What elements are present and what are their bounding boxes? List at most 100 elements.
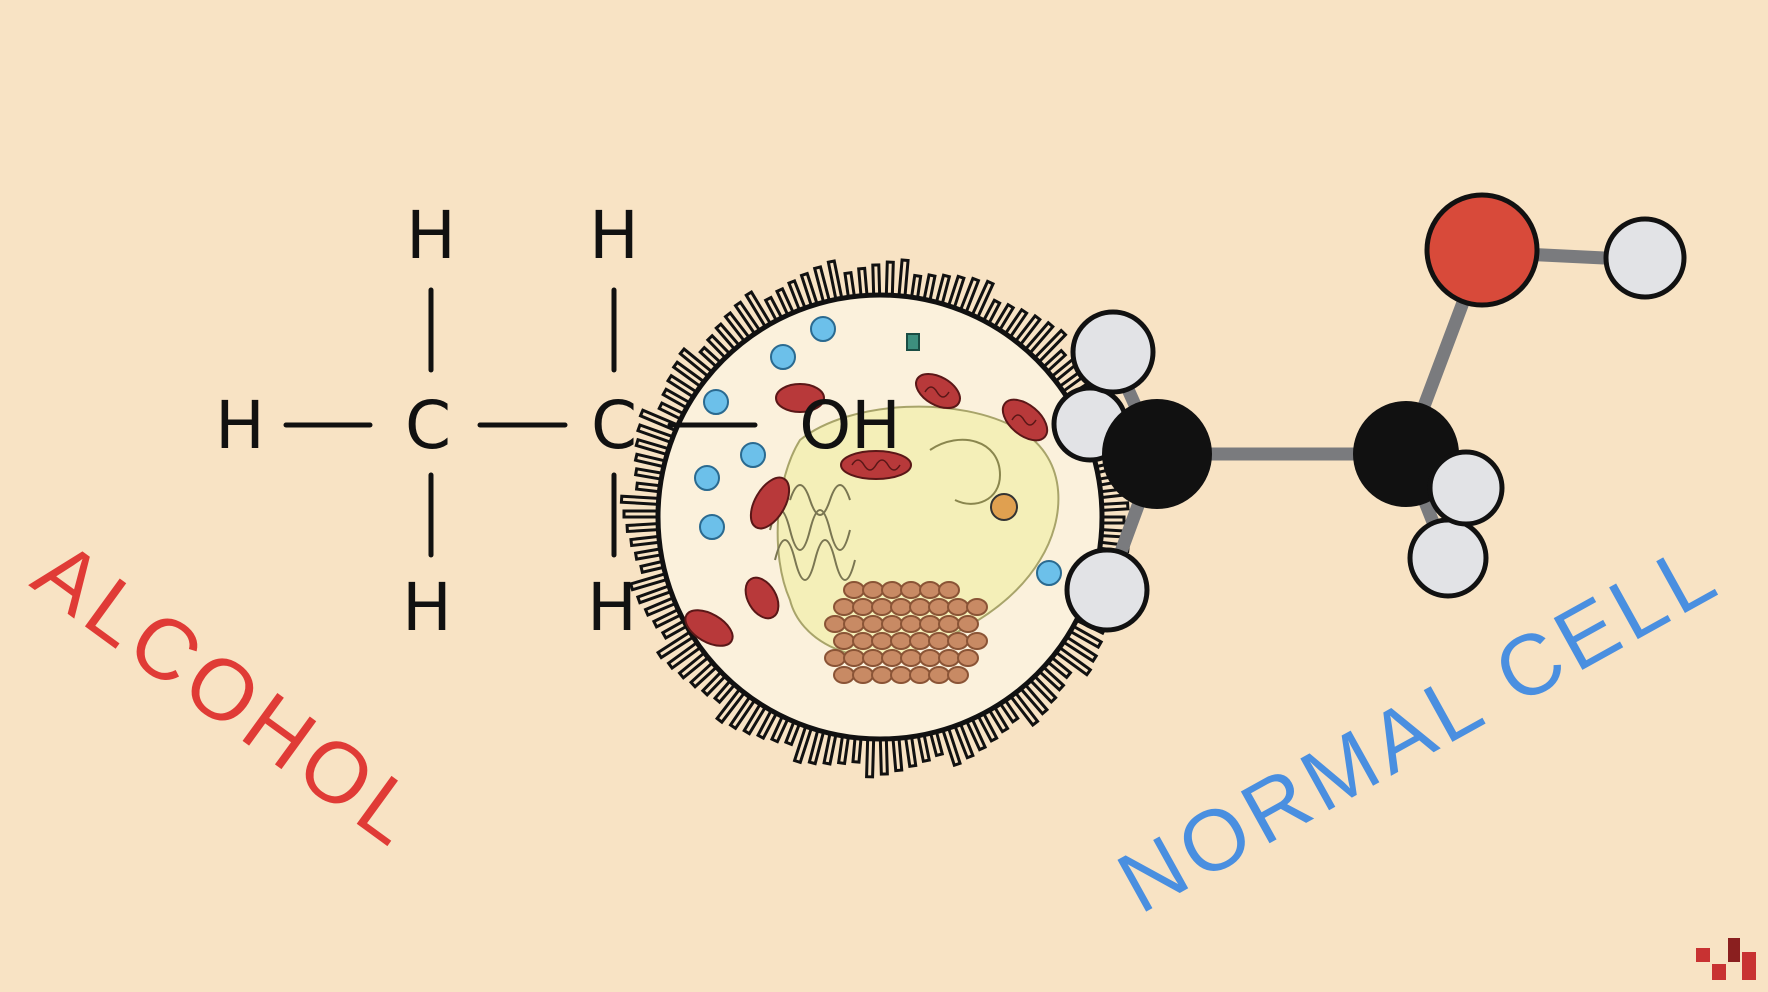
cilium xyxy=(1063,636,1099,664)
cilium xyxy=(977,713,999,743)
cilium xyxy=(922,273,937,301)
cilium xyxy=(994,302,1016,330)
cilium xyxy=(714,322,740,350)
carbon-atom xyxy=(1102,399,1212,509)
ribosome xyxy=(871,632,893,650)
cilium xyxy=(671,360,704,387)
cilium xyxy=(878,739,889,776)
ribosome xyxy=(852,598,874,616)
cilium xyxy=(774,286,794,315)
ribosome xyxy=(919,615,941,633)
cilium xyxy=(843,270,856,297)
ribosome xyxy=(919,581,941,599)
hydrogen-atom xyxy=(1603,216,1687,300)
cilium xyxy=(999,700,1020,724)
ribosome xyxy=(862,581,884,599)
cilium xyxy=(633,452,665,468)
cilium xyxy=(769,716,789,744)
cilium xyxy=(971,279,996,318)
vesicle xyxy=(740,442,766,468)
cilium xyxy=(733,300,761,334)
ribosome xyxy=(928,598,950,616)
ribosome xyxy=(881,649,903,667)
cilium xyxy=(698,345,721,368)
cilium xyxy=(1015,313,1042,345)
ribosome xyxy=(938,581,960,599)
vesicle xyxy=(1036,560,1062,586)
cilium xyxy=(799,271,818,306)
mitochondrion xyxy=(684,609,734,647)
cilium xyxy=(625,522,658,534)
cilium xyxy=(1102,501,1130,512)
cilium xyxy=(959,276,981,312)
cilium xyxy=(826,259,843,299)
cilium xyxy=(807,730,825,766)
formula-bottom-h1: H xyxy=(402,569,452,646)
cilium xyxy=(942,728,962,768)
cilium xyxy=(763,295,783,321)
ribosome xyxy=(900,615,922,633)
mitochondrion xyxy=(775,383,825,413)
mitochondrion xyxy=(749,476,791,530)
ribosome xyxy=(966,598,988,616)
ribosome xyxy=(938,649,960,667)
cilium xyxy=(619,494,659,506)
cilium xyxy=(665,373,697,398)
cilium xyxy=(635,585,671,605)
cilium xyxy=(634,437,669,456)
cilium xyxy=(783,722,801,747)
cilium xyxy=(865,739,876,779)
cilium xyxy=(661,387,690,409)
cilium xyxy=(1030,676,1058,705)
cilium xyxy=(678,346,712,377)
cilium xyxy=(629,535,659,548)
ribosome xyxy=(881,615,903,633)
ribosome xyxy=(871,666,893,684)
ribosome xyxy=(947,666,969,684)
cilium xyxy=(812,265,831,302)
cilium xyxy=(884,260,895,295)
cilium xyxy=(910,273,923,298)
ribosome xyxy=(957,649,979,667)
cilium xyxy=(983,298,1002,324)
formula-carbon1: C xyxy=(405,387,451,464)
cilium xyxy=(666,642,701,671)
cilium xyxy=(638,408,678,432)
hydrogen-atom xyxy=(1064,547,1150,633)
mitochondrion xyxy=(744,576,780,620)
ribosome xyxy=(852,632,874,650)
cilium xyxy=(966,719,988,752)
ribosome xyxy=(900,581,922,599)
cilium xyxy=(688,662,717,689)
cilium xyxy=(633,547,661,561)
cilium xyxy=(712,680,735,705)
cilium xyxy=(836,736,850,766)
cilium xyxy=(989,707,1010,734)
ribosome xyxy=(966,632,988,650)
ribosome xyxy=(947,598,969,616)
ribosome xyxy=(909,632,931,650)
formula-carbon2: C xyxy=(591,387,637,464)
vesicles xyxy=(694,316,1062,586)
vesicle xyxy=(699,514,725,540)
ribosome xyxy=(871,598,893,616)
cilium xyxy=(871,263,882,295)
cilium xyxy=(897,258,910,296)
cilium xyxy=(857,266,869,296)
ribosome xyxy=(890,666,912,684)
cilium xyxy=(622,509,658,519)
cilium xyxy=(643,597,676,618)
cilium xyxy=(891,738,904,773)
cilium xyxy=(822,733,838,766)
mitochondria-cristae xyxy=(851,386,1037,471)
mitochondrion xyxy=(915,372,961,410)
cilium xyxy=(742,704,766,736)
cilium xyxy=(1048,657,1073,680)
cilium xyxy=(904,737,918,768)
ribosome xyxy=(852,666,874,684)
oxygen-atom xyxy=(1424,192,1540,308)
cilium xyxy=(723,310,750,342)
normal-cell xyxy=(619,258,1138,779)
vesicle xyxy=(810,316,836,342)
ribosome xyxy=(947,632,969,650)
